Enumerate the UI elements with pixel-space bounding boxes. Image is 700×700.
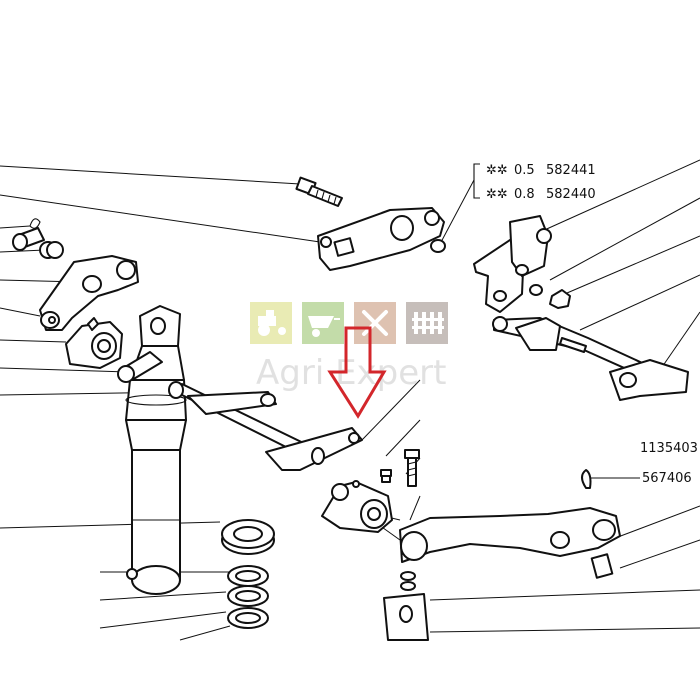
leader-lines-right bbox=[357, 159, 700, 633]
cross-shaft bbox=[168, 381, 363, 471]
left-pin-and-spacers bbox=[12, 218, 64, 259]
shim-options-callout: ✲✲ 0.5 582441 ✲✲ 0.8 582440 bbox=[439, 163, 596, 245]
option-a-marker: ✲✲ bbox=[486, 163, 508, 178]
part-ref-label-2: 567406 bbox=[642, 471, 692, 486]
part-ref-label-1: 1135403 bbox=[640, 441, 698, 456]
tools-icon bbox=[362, 310, 388, 336]
option-a-ref: 582441 bbox=[546, 163, 596, 178]
leader-lines-left bbox=[0, 165, 321, 641]
top-bolt bbox=[295, 176, 343, 207]
watermark: Agri Expert bbox=[250, 302, 448, 393]
option-a-size: 0.5 bbox=[514, 163, 535, 178]
fence-icon bbox=[412, 312, 444, 334]
wheelbarrow-icon bbox=[308, 316, 340, 337]
option-b-size: 0.8 bbox=[514, 187, 535, 202]
tractor-icon bbox=[258, 310, 286, 336]
center-clamp bbox=[321, 449, 420, 533]
left-clamp-block bbox=[65, 317, 123, 369]
red-indicator-arrow bbox=[327, 326, 387, 419]
right-lower-lever bbox=[383, 469, 621, 641]
option-b-ref: 582440 bbox=[546, 187, 596, 202]
lift-column bbox=[117, 305, 187, 595]
seal-stack bbox=[221, 519, 275, 629]
option-b-marker: ✲✲ bbox=[486, 187, 508, 202]
right-bracket bbox=[473, 215, 689, 401]
watermark-text: Agri Expert bbox=[256, 353, 447, 393]
top-lever-link bbox=[317, 207, 446, 271]
left-arm-lever bbox=[39, 255, 139, 331]
